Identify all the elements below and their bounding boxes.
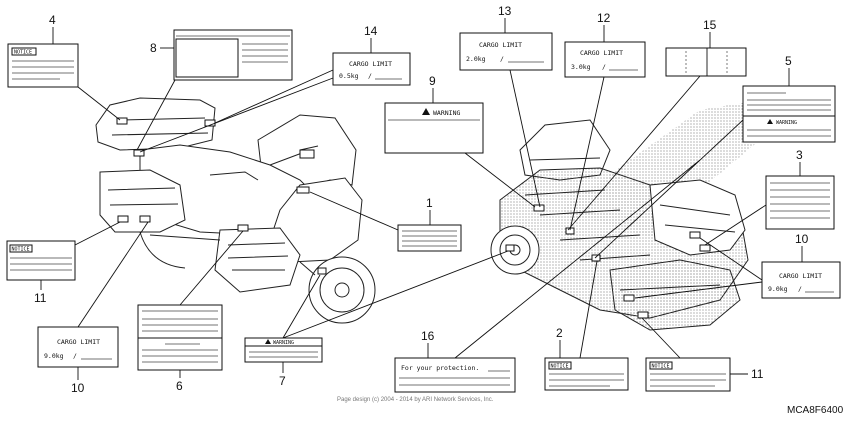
- callout-2: 2: [556, 326, 563, 340]
- cargo-limit-text: CARGO LIMIT: [349, 60, 392, 68]
- notice-text: NOTICE: [551, 364, 569, 370]
- leader-lines: [40, 18, 803, 380]
- callout-14: 14: [364, 24, 378, 38]
- label-card-7-warning: WARNING: [244, 337, 323, 363]
- callout-10-left: 10: [71, 381, 85, 395]
- label-card-12-cargo-limit: CARGO LIMIT 3.0kg /: [564, 41, 646, 78]
- callout-12: 12: [597, 11, 611, 25]
- warning-text: WARNING: [273, 340, 294, 346]
- label-card-8: [173, 29, 293, 81]
- label-card-6: [137, 304, 223, 371]
- label-card-13-cargo-limit: CARGO LIMIT 2.0kg /: [459, 32, 553, 71]
- protection-text: For your protection.: [401, 364, 479, 372]
- callout-3: 3: [796, 148, 803, 162]
- callout-15: 15: [703, 18, 717, 32]
- callout-10-right: 10: [795, 232, 809, 246]
- callout-7: 7: [279, 374, 286, 388]
- svg-text:/: /: [798, 285, 802, 293]
- cargo-value-text: 0.5kg: [339, 72, 359, 80]
- cargo-value-text: 9.0kg: [44, 352, 64, 360]
- cargo-limit-text: CARGO LIMIT: [479, 41, 522, 49]
- warning-text: WARNING: [433, 109, 460, 117]
- notice-text: NOTICE: [652, 364, 670, 370]
- label-card-5: WARNING: [742, 85, 836, 143]
- copyright-text: Page design (c) 2004 - 2014 by ARI Netwo…: [337, 397, 494, 403]
- label-card-3: [765, 175, 835, 230]
- cargo-limit-text: CARGO LIMIT: [57, 338, 100, 346]
- callout-13: 13: [498, 4, 512, 18]
- label-card-16-protection: For your protection.: [394, 357, 516, 393]
- cargo-value-text: 2.0kg: [466, 55, 486, 63]
- svg-text:/: /: [602, 63, 606, 71]
- svg-text:/: /: [500, 55, 504, 63]
- callout-16: 16: [421, 329, 435, 343]
- callout-11-right: 11: [751, 367, 764, 381]
- label-card-9-warning: WARNING: [384, 102, 484, 154]
- label-card-11-notice-right: NOTICE: [645, 357, 731, 392]
- motorcycle-right-illustration: [490, 100, 760, 331]
- label-card-14-cargo-limit: CARGO LIMIT 0.5kg /: [332, 52, 411, 86]
- label-card-2-notice: NOTICE: [544, 357, 629, 391]
- callout-6: 6: [176, 379, 183, 393]
- cargo-limit-text: CARGO LIMIT: [779, 272, 822, 280]
- cargo-value-text: 9.0kg: [768, 285, 788, 293]
- callout-numbers: 4 8 14 9 13 12 15 5 3 10 1 11 10 6 7 16 …: [34, 4, 809, 395]
- callout-1: 1: [426, 196, 433, 210]
- warning-text: WARNING: [776, 120, 797, 126]
- cargo-value-text: 3.0kg: [571, 63, 591, 71]
- notice-text: NOTICE: [12, 247, 30, 253]
- callout-8: 8: [150, 41, 157, 55]
- label-card-10-cargo-limit-left: CARGO LIMIT 9.0kg /: [37, 326, 119, 368]
- svg-text:/: /: [368, 72, 372, 80]
- callout-5: 5: [785, 54, 792, 68]
- label-card-15: [665, 47, 747, 77]
- label-card-11-notice-left: NOTICE: [6, 240, 76, 281]
- diagram-code: MCA8F6400: [787, 405, 844, 416]
- notice-text: NOTICE: [14, 50, 32, 56]
- callout-4: 4: [49, 13, 56, 27]
- label-card-1: [397, 224, 462, 252]
- callout-11-left: 11: [34, 291, 47, 305]
- callout-9: 9: [429, 74, 436, 88]
- cargo-limit-text: CARGO LIMIT: [580, 49, 623, 57]
- svg-text:/: /: [73, 352, 77, 360]
- label-card-10-cargo-limit-right: CARGO LIMIT 9.0kg /: [761, 261, 841, 299]
- label-card-4-notice: NOTICE: [7, 43, 79, 88]
- motorcycle-left-illustration: [95, 97, 376, 324]
